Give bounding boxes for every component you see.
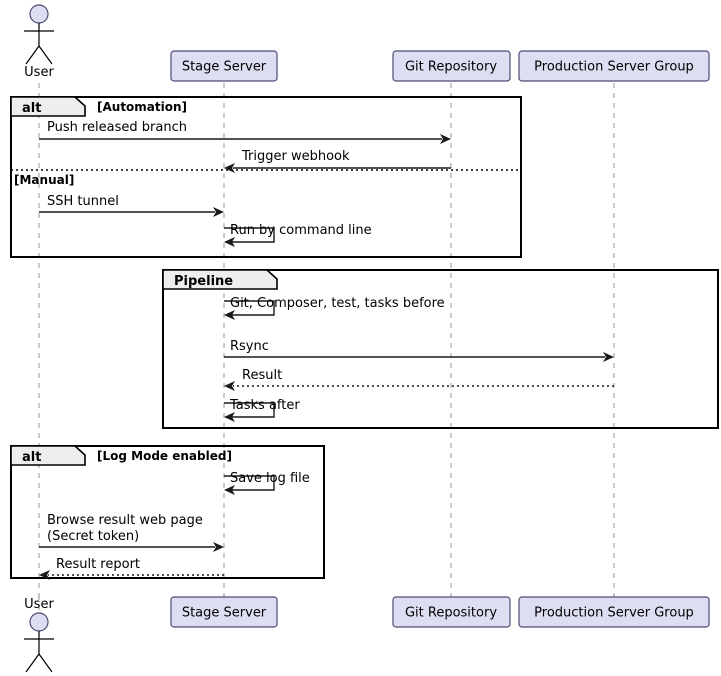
- group-alt-logmode-type-label: alt: [22, 450, 41, 465]
- message-arrowhead-m11: [39, 570, 50, 580]
- message-arrowhead-m6: [603, 352, 614, 362]
- actor-leg-right-user-bottom: [38, 653, 53, 673]
- message-label-m3: SSH tunnel: [47, 194, 119, 209]
- message-m7: Result: [224, 368, 614, 391]
- message-label-m9: Save log file: [230, 471, 310, 486]
- message-arrowhead-m2: [224, 163, 235, 173]
- message-label-m6: Rsync: [230, 339, 269, 354]
- group-alt-automation-type-label: alt: [22, 101, 41, 116]
- participant-box-stage-top[interactable]: [170, 50, 278, 82]
- participant-box-git-top[interactable]: [392, 50, 511, 82]
- group-alt-automation-frame: [10, 96, 522, 258]
- message-label-m4: Run by command line: [230, 223, 372, 238]
- groups-layer: alt [Automation] [Manual] Pipeline alt [Log M…: [10, 96, 719, 579]
- actor-leg-left-user-bottom: [25, 653, 40, 673]
- actor-head-user-top: [29, 4, 49, 24]
- message-line-m4: [224, 227, 275, 243]
- message-arrowhead-m5: [224, 310, 235, 320]
- participant-box-prod-top[interactable]: [518, 50, 710, 82]
- group-alt-logmode: alt [Log Mode enabled]: [10, 445, 325, 579]
- message-label-m2: Trigger webhook: [241, 149, 350, 164]
- message-m3: SSH tunnel: [39, 194, 224, 217]
- group-alt-logmode-tab: [10, 445, 86, 466]
- message-m10: Browse result web page(Secret token): [39, 513, 224, 552]
- group-alt-automation-tab: [10, 96, 86, 117]
- participant-label-git-bottom: Git Repository: [405, 606, 497, 621]
- message-line-m5: [224, 300, 275, 316]
- message-m6: Rsync: [224, 339, 614, 362]
- group-alt-logmode-condition-label: [Log Mode enabled]: [97, 449, 232, 463]
- participant-label-prod-top: Production Server Group: [534, 60, 694, 75]
- participants-top-layer: User Stage Server Git Repository Production…: [24, 4, 710, 82]
- actor-leg-left-user-top: [25, 45, 40, 65]
- message-m9: Save log file: [224, 471, 310, 495]
- participant-label-prod-bottom: Production Server Group: [534, 606, 694, 621]
- message-m11: Result report: [39, 557, 224, 580]
- message-label-m1: Push released branch: [47, 120, 187, 135]
- message-m2: Trigger webhook: [224, 149, 451, 173]
- group-pipeline-tab: [162, 269, 278, 290]
- message-label-m11: Result report: [56, 557, 140, 572]
- participant-label-git-top: Git Repository: [405, 60, 497, 75]
- participant-box-git-bottom[interactable]: [392, 596, 511, 628]
- group-alt-automation-divider-label-0: [Manual]: [14, 173, 74, 187]
- participant-label-stage-bottom: Stage Server: [182, 606, 267, 621]
- participant-label-user-top: User: [24, 65, 54, 80]
- group-pipeline-frame: [162, 269, 719, 429]
- message-line-m9: [224, 475, 275, 491]
- message-arrowhead-m8: [224, 412, 235, 422]
- message-line-m8: [224, 402, 275, 418]
- message-arrowhead-m3: [213, 207, 224, 217]
- message-arrowhead-m1: [440, 134, 451, 144]
- message-m5: Git, Composer, test, tasks before: [224, 296, 445, 320]
- message-arrowhead-m10: [213, 542, 224, 552]
- message-label-m8: Tasks after: [229, 398, 300, 413]
- participant-box-stage-bottom[interactable]: [170, 596, 278, 628]
- participant-label-user-bottom: User: [24, 597, 54, 612]
- message-arrowhead-m4: [224, 237, 235, 247]
- message-label-m5: Git, Composer, test, tasks before: [230, 296, 445, 311]
- group-alt-logmode-frame: [10, 445, 325, 579]
- message-m4: Run by command line: [224, 223, 372, 247]
- message-m8: Tasks after: [224, 398, 300, 422]
- message-label-m10: Browse result web page: [47, 513, 203, 528]
- group-alt-automation: alt [Automation] [Manual]: [10, 96, 522, 258]
- group-alt-automation-condition-label: [Automation]: [97, 100, 187, 114]
- message-arrowhead-m7: [224, 381, 235, 391]
- group-pipeline-type-label: Pipeline: [174, 274, 233, 289]
- actor-leg-right-user-top: [38, 45, 53, 65]
- message-label-m7: Result: [242, 368, 282, 383]
- message-m1: Push released branch: [39, 120, 451, 144]
- message-label2-m10: (Secret token): [47, 529, 139, 544]
- actor-head-user-bottom: [29, 612, 49, 632]
- participant-label-stage-top: Stage Server: [182, 60, 267, 75]
- message-arrowhead-m9: [224, 485, 235, 495]
- group-pipeline: Pipeline: [162, 269, 719, 429]
- participant-box-prod-bottom[interactable]: [518, 596, 710, 628]
